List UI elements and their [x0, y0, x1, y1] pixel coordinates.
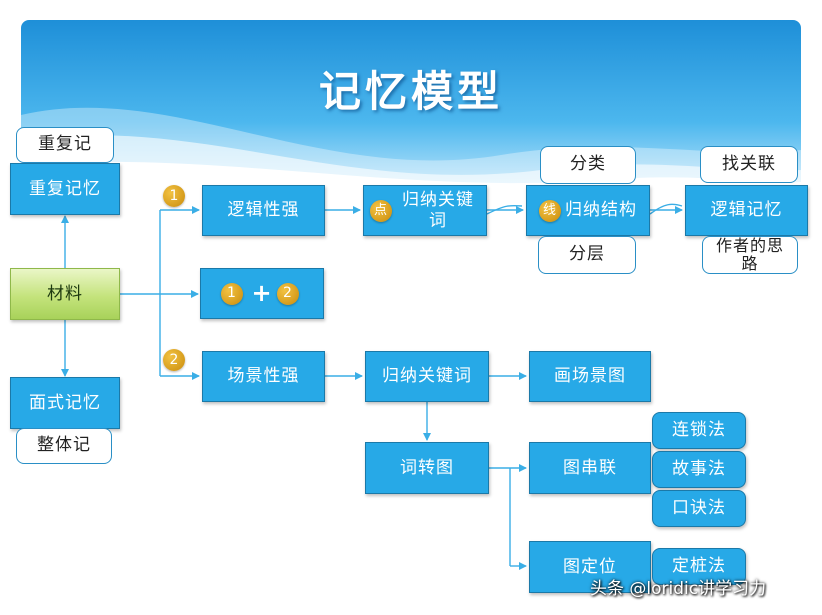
watermark: 头条 @loridic讲学习力: [590, 579, 767, 599]
summarize-structure-box: 线 归纳结构: [526, 185, 650, 236]
summarize-keywords-top-box: 点 归纳关键词: [363, 185, 487, 236]
surface-memory-box: 面式记忆: [10, 377, 120, 429]
word-to-image-box: 词转图: [365, 442, 489, 494]
layering-tag: 分层: [538, 236, 636, 274]
rhyme-method-box: 口诀法: [652, 490, 746, 527]
summarize-keywords-top-label: 归纳关键词: [402, 190, 474, 231]
badge-one-icon: 1: [163, 185, 185, 207]
page-title: 记忆模型: [318, 67, 503, 116]
image-chain-box: 图串联: [529, 442, 651, 494]
repeat-memory-box: 重复记忆: [10, 163, 120, 215]
story-method-box: 故事法: [652, 451, 746, 488]
peg-method-box: 定桩法: [652, 548, 746, 585]
draw-scene-box: 画场景图: [529, 351, 651, 402]
whole-memory-tag: 整体记: [16, 428, 112, 464]
point-badge-icon: 点: [370, 199, 392, 222]
header-banner: [21, 20, 801, 190]
materials-box: 材料: [10, 268, 120, 320]
summarize-keywords-bottom-box: 归纳关键词: [365, 351, 489, 402]
image-locate-box: 图定位: [529, 541, 651, 593]
logic-memory-box: 逻辑记忆: [685, 185, 808, 236]
combo-two-icon: 2: [277, 282, 299, 305]
summarize-structure-label: 归纳结构: [565, 200, 637, 221]
combo-one-icon: 1: [221, 282, 243, 305]
slide-frame: [21, 20, 801, 598]
chain-method-box: 连锁法: [652, 412, 746, 449]
scene-strong-box: 场景性强: [202, 351, 325, 402]
line-badge-icon: 线: [539, 199, 561, 222]
logic-strong-box: 逻辑性强: [202, 185, 325, 236]
plus-icon: +: [251, 279, 273, 308]
repeat-memory-tag: 重复记: [16, 127, 114, 163]
combo-box: 1 + 2: [200, 268, 324, 319]
classify-tag: 分类: [540, 146, 636, 184]
find-relation-tag: 找关联: [700, 146, 798, 183]
badge-two-icon: 2: [163, 349, 185, 371]
author-thought-tag: 作者的思路: [702, 236, 798, 274]
